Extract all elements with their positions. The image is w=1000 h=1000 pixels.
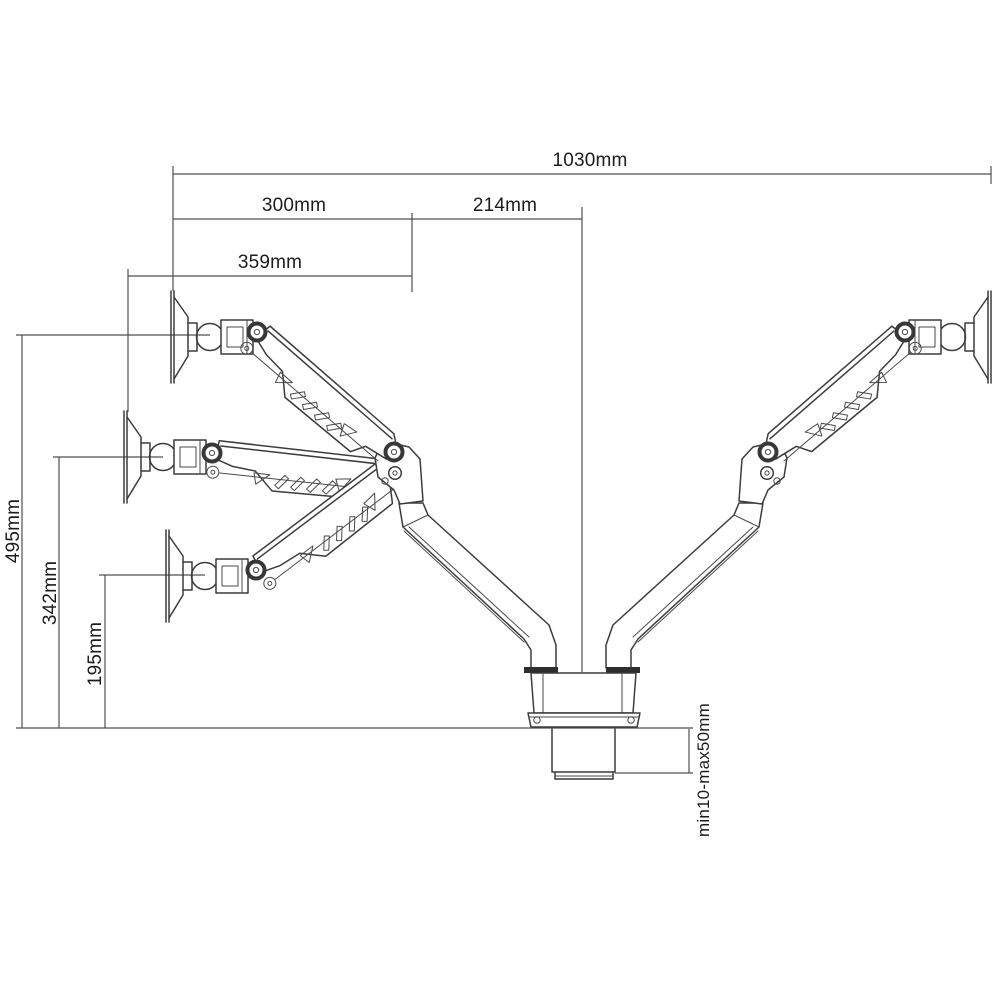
dim-upper-reach-label: 300mm bbox=[261, 195, 327, 216]
dim-height-max-label: 495mm bbox=[3, 498, 24, 564]
desk-clamp-base bbox=[524, 667, 641, 780]
dim-height-mid-label: 342mm bbox=[40, 560, 61, 626]
dim-mid-reach-label: 359mm bbox=[237, 252, 303, 273]
dim-center-offset-label: 214mm bbox=[472, 195, 538, 216]
dimension-lines bbox=[16, 166, 992, 774]
dim-total-width-label: 1030mm bbox=[552, 150, 628, 171]
dim-height-min-label: 195mm bbox=[85, 621, 106, 687]
dim-desk-thickness-label: min10-max50mm bbox=[694, 703, 713, 837]
arm-right-mirrored bbox=[606, 291, 991, 668]
